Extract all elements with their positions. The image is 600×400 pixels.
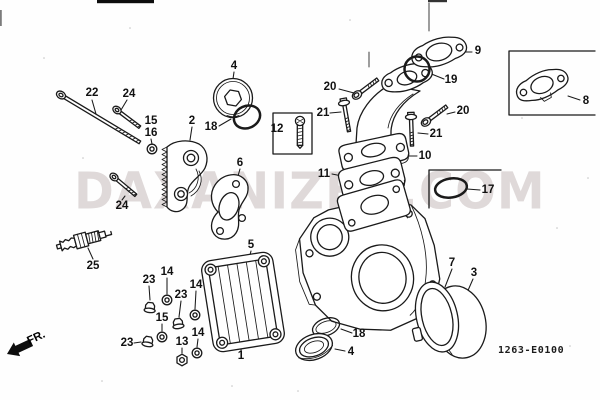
pipe-highlight [387,93,414,129]
part-18-oring-top [232,104,262,130]
part-23-nut [171,317,185,330]
part-25-spark-plug [55,230,113,252]
part-17-bracket [428,169,502,209]
part-8-bracket [508,50,596,116]
part-18-oring-bottom [311,317,341,337]
part-20-bolt-right [420,104,449,127]
part-15-washer [156,331,168,343]
cylinder-head [295,200,441,331]
part-20-bolt-left [351,77,380,100]
part-14-washer [161,294,173,306]
part-23-nut [140,335,155,349]
diagram-code: 1263-E0100 [498,345,565,356]
part-7-cover-ring [411,281,460,353]
part-1-head-cover [201,251,285,353]
part-17-oring [433,177,469,199]
part-14-washer [189,309,201,321]
part-22-long-bolt [55,90,142,145]
part-4-cap-top [212,77,254,119]
part-21-bolt-left [337,97,352,133]
part-9-gasket [411,36,468,68]
scan-artifacts [0,0,589,392]
part-6-gasket [210,174,249,240]
part-13-nut [176,353,188,367]
part-12-screw-box [272,112,313,155]
part-21-bolt-right [404,111,418,147]
part-19-oring [403,55,431,83]
cylinder-head-intake-flange [336,179,411,232]
part-2-housing [161,140,208,213]
part-14-washer [191,347,203,359]
part-4-cap-bottom [294,332,334,362]
part-16-washer [146,143,158,155]
part-23-nut [143,301,157,314]
part-8-gasket [515,68,569,102]
part-24-bolt-bottom [109,172,138,198]
front-arrow-icon [7,339,34,357]
part-24-bolt-top [112,105,142,129]
